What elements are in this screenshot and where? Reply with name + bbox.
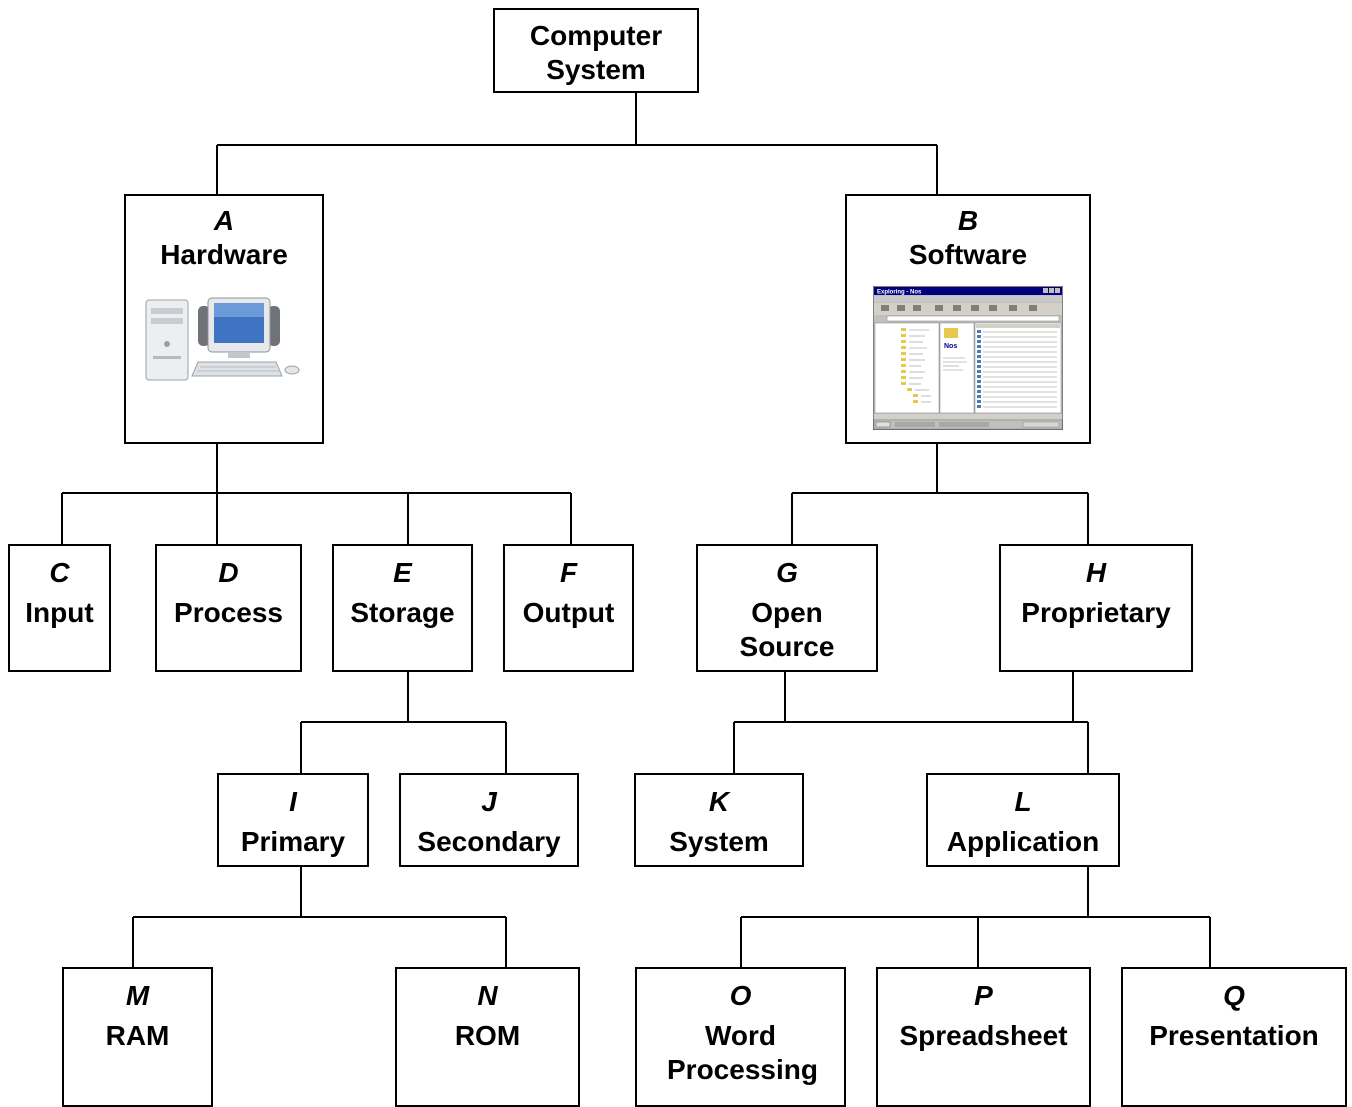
node-hardware-label: Hardware	[160, 239, 288, 270]
node-hardware: A Hardware	[124, 194, 324, 444]
node-software-label: Software	[908, 239, 1028, 270]
node-input-letter: C	[49, 557, 70, 588]
node-secondary: J Secondary	[399, 773, 579, 867]
node-open-source: G Open Source	[696, 544, 878, 672]
node-storage-label: Storage	[350, 597, 455, 628]
node-output-letter: F	[559, 557, 578, 588]
node-word-processing-letter: O	[729, 980, 752, 1011]
node-primary-label: Primary	[240, 826, 346, 857]
node-presentation-label: Presentation	[1149, 1020, 1319, 1051]
node-proprietary-letter: H	[1085, 557, 1107, 588]
node-process-letter: D	[218, 557, 239, 588]
node-software-letter: B	[957, 205, 979, 236]
node-computer-system: Computer System	[493, 8, 699, 93]
node-rom: N ROM	[395, 967, 580, 1107]
node-input: C Input	[8, 544, 111, 672]
node-proprietary: H Proprietary	[999, 544, 1193, 672]
node-ram-label: RAM	[105, 1020, 170, 1051]
node-spreadsheet-label: Spreadsheet	[899, 1020, 1068, 1051]
node-hardware-letter: A	[213, 205, 235, 236]
node-word-processing-label: Word Processing	[667, 1020, 818, 1085]
node-spreadsheet-letter: P	[974, 980, 993, 1011]
node-application-letter: L	[1014, 786, 1032, 817]
node-ram-letter: M	[125, 980, 150, 1011]
node-input-label: Input	[25, 597, 94, 628]
file-explorer-window-icon: Exploring - Nos	[873, 286, 1063, 430]
node-system-label: System	[669, 826, 769, 857]
node-presentation-letter: Q	[1223, 980, 1245, 1011]
node-output-label: Output	[522, 597, 615, 628]
node-open-source-letter: G	[776, 557, 798, 588]
node-storage-letter: E	[393, 557, 412, 588]
node-computer-system-label: Computer System	[529, 20, 663, 85]
node-software: B Software Exploring - Nos	[845, 194, 1091, 444]
node-process: D Process	[155, 544, 302, 672]
svg-text:Exploring - Nos: Exploring - Nos	[877, 290, 922, 296]
node-word-processing: O Word Processing	[635, 967, 846, 1107]
node-application-label: Application	[946, 826, 1100, 857]
node-open-source-label: Open Source	[739, 597, 835, 662]
node-system-letter: K	[708, 786, 730, 817]
node-secondary-label: Secondary	[417, 826, 561, 857]
node-rom-label: ROM	[454, 1020, 521, 1051]
node-output: F Output	[503, 544, 634, 672]
desktop-computer-icon	[145, 297, 300, 381]
node-spreadsheet: P Spreadsheet	[876, 967, 1091, 1107]
node-application: L Application	[926, 773, 1120, 867]
node-ram: M RAM	[62, 967, 213, 1107]
node-storage: E Storage	[332, 544, 473, 672]
svg-text:Nos: Nos	[944, 343, 957, 350]
node-primary-letter: I	[289, 786, 297, 817]
node-system: K System	[634, 773, 804, 867]
node-process-label: Process	[174, 597, 283, 628]
node-presentation: Q Presentation	[1121, 967, 1347, 1107]
node-proprietary-label: Proprietary	[1021, 597, 1171, 628]
node-primary: I Primary	[217, 773, 369, 867]
node-secondary-letter: J	[481, 786, 497, 817]
node-rom-letter: N	[477, 980, 498, 1011]
